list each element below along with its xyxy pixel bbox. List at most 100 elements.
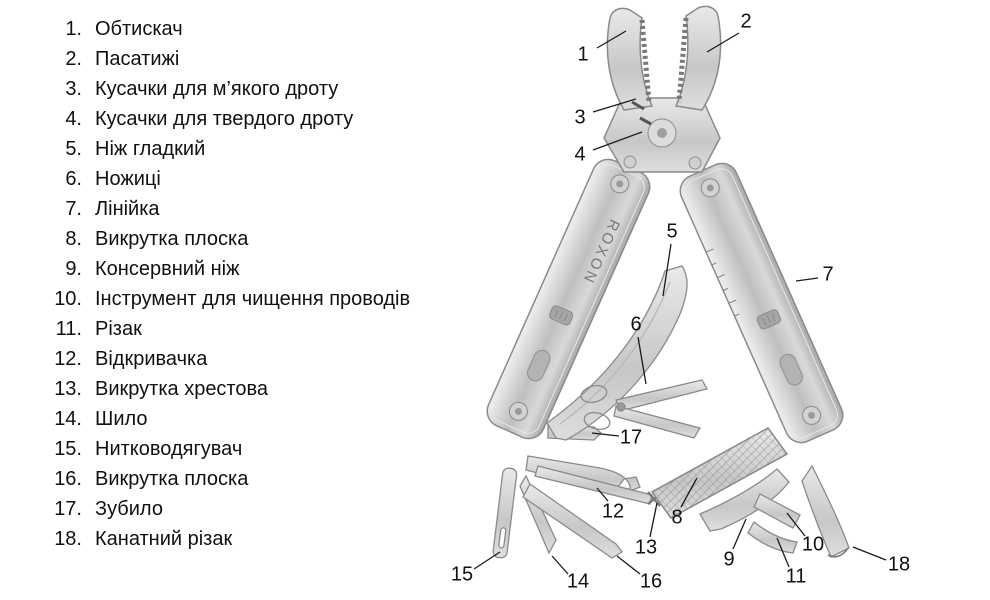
leader-line-11 xyxy=(776,537,790,568)
leader-line-4 xyxy=(592,131,643,151)
part-number: 5. xyxy=(65,138,82,160)
rope-cutter-notch xyxy=(827,547,849,558)
flat-screwdriver-tool xyxy=(522,483,623,559)
left-handle-slot xyxy=(527,349,551,382)
leader-line-2 xyxy=(706,32,740,53)
part-label: Відкривачка xyxy=(95,348,208,370)
leader-line-17 xyxy=(591,432,620,437)
part-number: 7. xyxy=(65,198,82,220)
ruler-marks xyxy=(705,248,740,317)
right-jaw xyxy=(674,5,722,111)
file-tool xyxy=(651,427,788,519)
parts-list-item: 6. Ножиці xyxy=(38,164,410,194)
callout-16: 16 xyxy=(639,570,663,593)
left-jaw xyxy=(606,7,654,111)
parts-list-item: 5. Ніж гладкий xyxy=(38,134,410,164)
part-number: 17. xyxy=(54,498,82,520)
thread-puller-tool xyxy=(492,467,518,559)
part-label: Викрутка плоска xyxy=(95,468,249,490)
leader-line-3 xyxy=(592,98,637,113)
leader-line-18 xyxy=(852,546,887,561)
callout-14: 14 xyxy=(566,570,590,593)
callout-2: 2 xyxy=(740,10,752,33)
part-number: 15. xyxy=(54,438,82,460)
part-label: Кусачки для твердого дроту xyxy=(95,108,354,130)
callout-15: 15 xyxy=(450,563,474,586)
callout-12: 12 xyxy=(601,500,625,523)
callout-18: 18 xyxy=(887,553,911,576)
knife-blade-tool xyxy=(546,265,688,441)
part-number: 16. xyxy=(54,468,82,490)
callout-10: 10 xyxy=(801,533,825,556)
phillips-screwdriver-tool xyxy=(534,465,661,507)
parts-list-item: 1. Обтискач xyxy=(38,14,410,44)
part-number: 1. xyxy=(65,18,82,40)
callout-11: 11 xyxy=(785,565,807,588)
callout-1: 1 xyxy=(577,43,589,66)
soft-wire-cutter-notch xyxy=(631,100,645,111)
leader-line-12 xyxy=(596,487,609,502)
part-number: 9. xyxy=(65,258,82,280)
left-jaw-serration xyxy=(639,19,652,103)
part-number: 13. xyxy=(54,378,82,400)
parts-list: 1. Обтискач 2. Пасатижі 3. Кусачки для м… xyxy=(38,14,410,554)
leader-line-7 xyxy=(795,277,819,282)
leader-line-5 xyxy=(662,243,672,297)
parts-list-item: 2. Пасатижі xyxy=(38,44,410,74)
part-number: 4. xyxy=(65,108,82,130)
right-jaw-serration xyxy=(676,17,689,103)
leader-line-1 xyxy=(596,30,627,49)
part-label: Шило xyxy=(95,408,148,430)
part-number: 14. xyxy=(54,408,82,430)
parts-list-item: 15. Нитководягувач xyxy=(38,434,410,464)
parts-list-item: 3. Кусачки для м’якого дроту xyxy=(38,74,410,104)
part-label: Пасатижі xyxy=(95,48,180,70)
parts-list-item: 7. Лінійка xyxy=(38,194,410,224)
parts-list-item: 14. Шило xyxy=(38,404,410,434)
part-label: Ніж гладкий xyxy=(95,138,206,160)
parts-list-item: 17. Зубило xyxy=(38,494,410,524)
callout-8: 8 xyxy=(671,506,683,529)
parts-list-item: 11. Різак xyxy=(38,314,410,344)
callout-17: 17 xyxy=(619,426,643,449)
part-number: 18. xyxy=(54,528,82,550)
leader-line-16 xyxy=(616,555,641,575)
parts-list-item: 9. Консервний ніж xyxy=(38,254,410,284)
part-number: 10. xyxy=(54,288,82,310)
leader-line-9 xyxy=(732,518,747,550)
part-label: Різак xyxy=(95,318,142,340)
parts-list-item: 8. Викрутка плоска xyxy=(38,224,410,254)
can-opener-tool xyxy=(699,468,790,532)
part-label: Лінійка xyxy=(95,198,160,220)
part-label: Консервний ніж xyxy=(95,258,240,280)
part-label: Нитководягувач xyxy=(95,438,243,460)
parts-list-item: 12. Відкривачка xyxy=(38,344,410,374)
callout-9: 9 xyxy=(723,548,735,571)
leader-line-6 xyxy=(637,336,647,385)
wire-cleaner-tool xyxy=(753,493,801,529)
scissors-tool xyxy=(580,379,708,439)
callout-4: 4 xyxy=(574,143,586,166)
part-number: 2. xyxy=(65,48,82,70)
leader-line-14 xyxy=(551,555,569,575)
right-handle xyxy=(679,162,844,444)
part-number: 11. xyxy=(55,318,82,340)
knife-blade-ridge xyxy=(559,281,671,425)
parts-list-item: 18. Канатний різак xyxy=(38,524,410,554)
part-label: Ножиці xyxy=(95,168,161,190)
parts-list-item: 13. Викрутка хрестова xyxy=(38,374,410,404)
pliers-head xyxy=(603,5,722,173)
cutter-tool xyxy=(747,521,798,554)
leader-lines xyxy=(473,30,887,575)
leader-line-15 xyxy=(473,551,501,570)
part-number: 8. xyxy=(65,228,82,250)
callout-6: 6 xyxy=(630,313,642,336)
callout-3: 3 xyxy=(574,106,586,129)
part-label: Зубило xyxy=(95,498,163,520)
callout-13: 13 xyxy=(634,536,658,559)
part-label: Кусачки для м’якого дроту xyxy=(95,78,339,100)
hard-wire-cutter-notch xyxy=(639,116,652,126)
part-label: Викрутка хрестова xyxy=(95,378,269,400)
